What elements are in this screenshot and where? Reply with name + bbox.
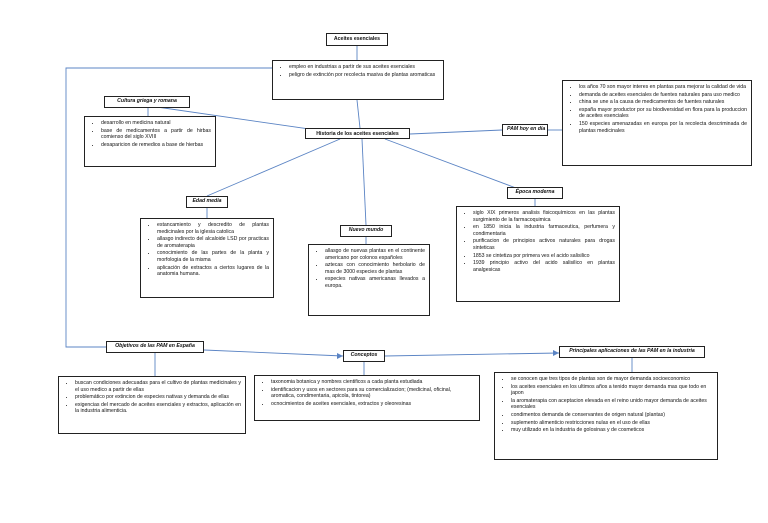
applications-items-list: se conocen que tres tipos de plantas son… [499,376,713,434]
link-items-to-center [356,99,361,129]
list-item: los aceites esenciales en los ultimos añ… [511,384,713,397]
list-item: taxonomia botanica y nombres cientificos… [271,379,475,386]
list-item: allasgo de nuevas plantas en el continen… [325,248,425,261]
modern-items-list: siglo XIX primeros analisis fisicoquímic… [461,210,615,273]
list-item: aztecas con conocimiento herbolario de m… [325,262,425,275]
list-item: especies nativas americanas llevados a e… [325,276,425,289]
list-item: desarrollo en medicina natural [101,120,211,127]
objectives-label: Objetivos de las PAM en España [115,343,195,349]
greek-label-node: Cultura griega y romana [104,96,190,108]
list-item: empleo en industrias a partir de sus ace… [289,64,439,71]
link-center-to-modern [384,138,517,189]
list-item: purificacion de principios activos natur… [473,238,615,251]
list-item: conocimiento de las partes de la planta … [157,250,269,263]
list-item: siglo XIX primeros analisis fisicoquímic… [473,210,615,223]
list-item: desaparicion de remedios a base de hierb… [101,142,211,149]
center-node: Historia de los aceites esenciales [305,128,410,139]
list-item: aplicación de extractos a ciertos lugare… [157,265,269,278]
list-item: 150 especies amenazadas en europa por la… [579,121,747,134]
objectives-items-box: buscan condiciones adecuadas para el cul… [58,376,246,434]
link-center-to-today [409,129,503,135]
root-node: Aceites esenciales [326,33,388,46]
today-items-list: los años 70 son mayor interes en plantas… [567,84,747,134]
link-objectives-to-concepts [203,349,344,357]
greek-items-box: desarrollo en medicina natural base de m… [84,116,216,167]
list-item: identificacion y usos en sectores para s… [271,387,475,400]
link-root-to-objectives [65,67,272,348]
list-item: base de medicamentos a partir de hirbas … [101,128,211,141]
concepts-items-box: taxonomia botanica y nombres cientificos… [254,375,480,421]
modern-label-node: Época moderna [507,187,563,199]
today-label-node: PAM hoy en día [502,124,548,136]
arrowhead-applications [553,350,559,356]
list-item: la aromaterapia con aceptacion elevada e… [511,398,713,411]
middle-items-list: estancamiento y descredito de plantas me… [145,222,269,278]
center-title: Historia de los aceites esenciales [316,131,399,137]
root-title: Aceites esenciales [333,36,381,42]
today-label: PAM hoy en día [507,126,546,132]
root-items-box: empleo en industrias a partir de sus ace… [272,60,444,100]
root-items-list: empleo en industrias a partir de sus ace… [277,64,439,78]
list-item: españa mayor productor por su biodiversi… [579,107,747,120]
applications-label-node: Principales aplicaciones de las PAM en l… [559,346,705,358]
list-item: buscan condiciones adecuadas para el cul… [75,380,241,393]
list-item: 1853 se cintetiza por primera ves el aci… [473,253,615,260]
link-center-to-newworld [361,138,367,226]
newworld-items-list: allasgo de nuevas plantas en el continen… [313,248,425,290]
objectives-label-node: Objetivos de las PAM en España [106,341,204,353]
list-item: muy utilizado en la industria de golosin… [511,427,713,434]
list-item: condimentos demanda de conservantes de o… [511,412,713,419]
list-item: demanda de aceites esenciales de fuentes… [579,92,747,99]
newworld-label-node: Nuevo mundo [340,225,392,237]
link-center-to-middle [206,138,341,197]
middle-label: Edad media [192,198,222,204]
link-greek-to-center [149,105,331,133]
list-item: allasgo indirecto del alcaloide LSD por … [157,236,269,249]
list-item: los años 70 son mayor interes en plantas… [579,84,747,91]
today-items-box: los años 70 son mayor interes en plantas… [562,80,752,166]
objectives-items-list: buscan condiciones adecuadas para el cul… [63,380,241,415]
list-item: peligro de extinción por recolecta masiv… [289,72,439,79]
list-item: 1939 principio activo del acido salisili… [473,260,615,273]
modern-label: Época moderna [515,189,555,195]
link-concepts-to-applications [384,352,560,357]
greek-label: Cultura griega y romana [117,98,177,104]
list-item: estancamiento y descredito de plantas me… [157,222,269,235]
list-item: exigencias del mercado de aceites esenci… [75,402,241,415]
applications-items-box: se conocen que tres tipos de plantas son… [494,372,718,460]
list-item: ocnocimientos de aceites esenciales, ext… [271,401,475,408]
arrowhead-concepts [337,353,343,359]
greek-items-list: desarrollo en medicina natural base de m… [89,120,211,148]
list-item: problemático por extincion de especies n… [75,394,241,401]
modern-items-box: siglo XIX primeros analisis fisicoquímic… [456,206,620,302]
concepts-items-list: taxonomia botanica y nombres cientificos… [259,379,475,407]
concepts-label-node: Conceptos [343,350,385,362]
middle-label-node: Edad media [186,196,228,208]
middle-items-box: estancamiento y descredito de plantas me… [140,218,274,298]
applications-label: Principales aplicaciones de las PAM en l… [569,348,695,354]
concepts-label: Conceptos [350,352,378,358]
list-item: china se une a la causa de medicamentos … [579,99,747,106]
list-item: en 1850 inicia la industria farmaceutica… [473,224,615,237]
list-item: suplemento alimenticio restricciones nul… [511,420,713,427]
list-item: se conocen que tres tipos de plantas son… [511,376,713,383]
newworld-label: Nuevo mundo [348,227,384,233]
newworld-items-box: allasgo de nuevas plantas en el continen… [308,244,430,316]
